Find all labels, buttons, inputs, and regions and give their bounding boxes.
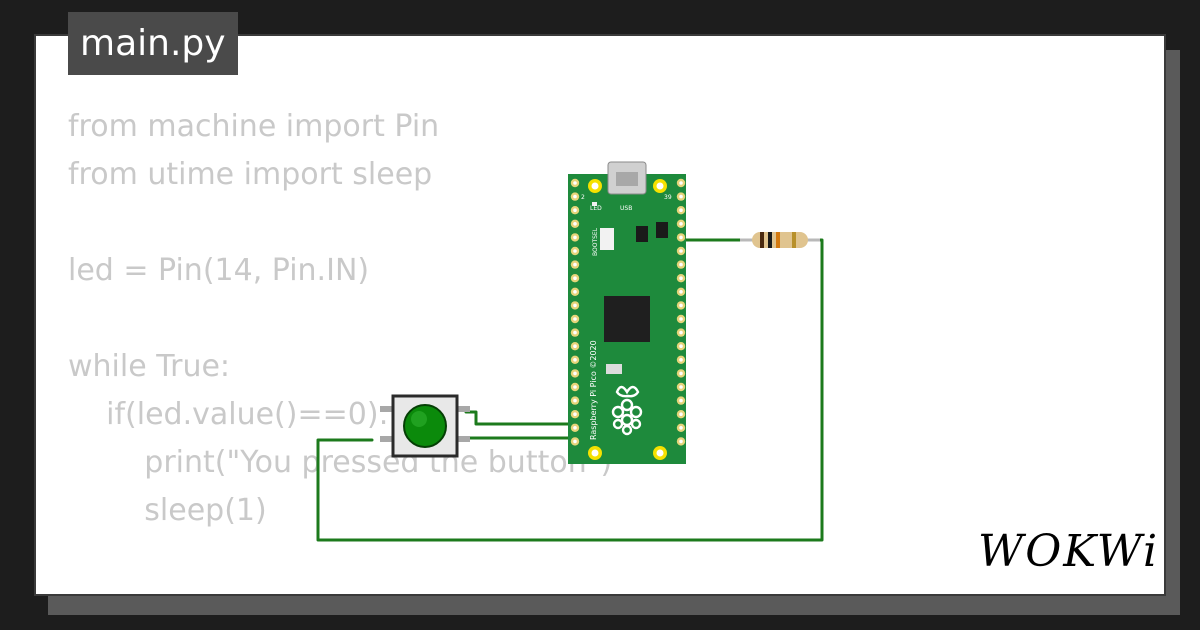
resistor[interactable] (740, 232, 820, 248)
pin-hole (573, 290, 577, 294)
led-icon (592, 202, 597, 206)
pin-hole (679, 426, 683, 430)
pin-hole (679, 235, 683, 240)
code-editor[interactable]: from machine import Pin from utime impor… (68, 109, 613, 528)
raspberry-icon (611, 385, 643, 436)
pin-hole (573, 358, 577, 362)
pin-hole (573, 249, 577, 253)
pin-header-left (570, 178, 580, 446)
pin-hole (679, 290, 683, 294)
pin-hole (573, 303, 577, 308)
pin-label-left: 2 (581, 194, 585, 201)
bootsel-label: BOOTSEL (592, 227, 599, 256)
pin-hole (679, 317, 683, 321)
pin-hole (573, 330, 577, 335)
pin-hole (573, 194, 577, 199)
pin-hole (573, 439, 577, 444)
wokwi-logo[interactable]: WOKWi (978, 526, 1160, 577)
pin-label-right: 39 (664, 194, 672, 201)
pin-hole (573, 412, 577, 417)
wire-button-top (464, 410, 580, 426)
pin-hole (573, 276, 577, 281)
button-cap (403, 404, 447, 448)
pin-hole (573, 262, 577, 267)
pin-hole (679, 439, 683, 444)
pin-hole (679, 276, 683, 281)
file-tab-label: main.py (80, 23, 226, 64)
push-button[interactable] (380, 394, 470, 458)
pin-hole (679, 181, 683, 185)
board-silkscreen: Raspberry Pi Pico ©2020 (589, 340, 598, 440)
pin-hole (679, 222, 683, 226)
pin-hole (679, 398, 683, 403)
file-tab[interactable]: main.py (68, 12, 238, 75)
pin-hole (679, 194, 683, 199)
pin-hole (679, 208, 683, 212)
pin-hole (573, 208, 577, 212)
pin-hole (679, 358, 683, 362)
pin-hole (573, 371, 577, 376)
pin-hole (679, 344, 683, 349)
pin-hole (679, 330, 683, 335)
wire-resistor-to-ground (316, 238, 824, 542)
pin-hole (573, 181, 577, 185)
pin-hole (679, 371, 683, 376)
pin-hole (679, 385, 683, 389)
pin-hole (679, 303, 683, 308)
pin-hole (573, 344, 577, 349)
pin-hole (679, 249, 683, 253)
pin-hole (573, 398, 577, 403)
led-label: LED (590, 205, 602, 212)
pin-hole (573, 235, 577, 240)
pin-hole (573, 222, 577, 226)
pin-hole (679, 412, 683, 417)
rp2040-chip (604, 296, 650, 342)
pin-hole (573, 426, 577, 430)
pin-header-right (676, 178, 686, 446)
pin-hole (573, 385, 577, 389)
usb-label: USB (620, 205, 632, 212)
pico-board[interactable]: 2 39 LED USB BOOTSEL Raspberry Pi Pico ©… (568, 161, 686, 464)
bootsel-button (600, 228, 614, 250)
pin-hole (573, 317, 577, 321)
pin-hole (679, 262, 683, 267)
